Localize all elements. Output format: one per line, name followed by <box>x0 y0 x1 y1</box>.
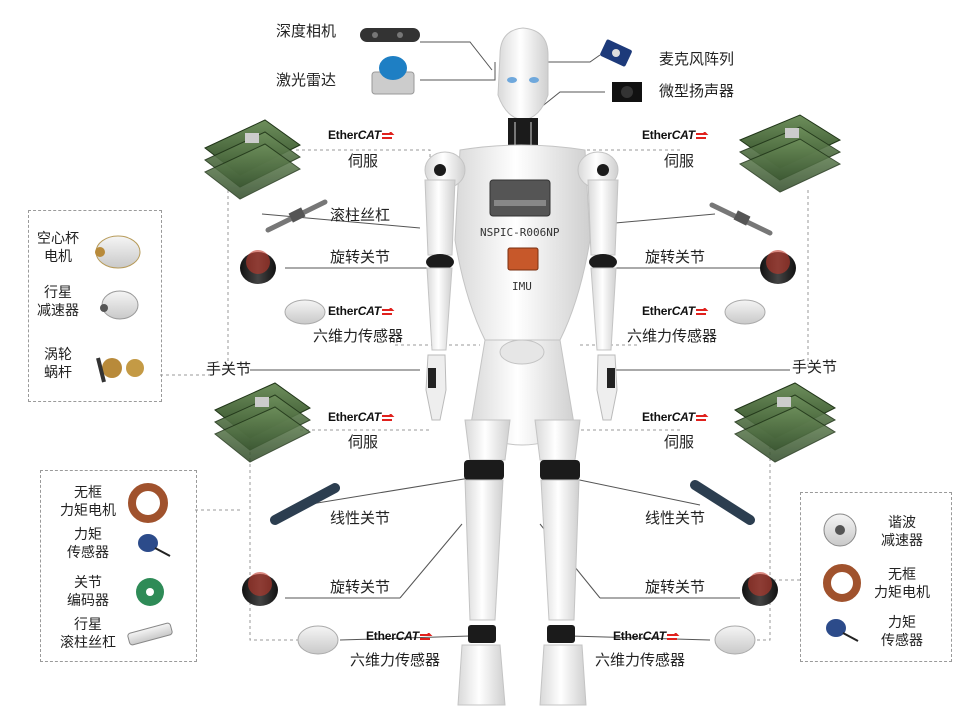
label-ft-sensor: 六维力传感器 <box>595 651 686 669</box>
label-speaker: 微型扬声器 <box>659 82 735 100</box>
label-servo: 伺服 <box>664 433 695 451</box>
planetary-gearbox-img <box>100 290 139 320</box>
label-linear-joint: 线性关节 <box>330 509 391 527</box>
rotary-motor-arm-right <box>760 250 796 284</box>
ball-screw-right <box>709 202 773 236</box>
depth-camera-img <box>360 28 420 42</box>
servo-pcb-mid-right <box>733 382 837 463</box>
joint-encoder-img <box>136 578 164 606</box>
servo-pcb-top-left <box>204 119 301 200</box>
left-box-item: 行星减速器 <box>37 285 79 319</box>
ball-screw-left <box>265 199 328 233</box>
planetary-roller-screw-img <box>127 622 173 646</box>
worm-gear-img <box>96 357 144 383</box>
ft-sensor-leg-right <box>714 625 756 655</box>
label-hand-joint: 手关节 <box>206 360 252 378</box>
label-rotary-joint: 旋转关节 <box>645 578 706 596</box>
ethercat-logo: EtherCAT <box>328 410 396 424</box>
linear-actuator-right <box>690 480 755 525</box>
label-imu: IMU <box>512 280 532 293</box>
ethercat-logo: EtherCAT <box>328 304 396 318</box>
ethercat-logo: EtherCAT <box>642 128 710 142</box>
coreless-motor-img <box>95 235 141 269</box>
label-ft-sensor: 六维力传感器 <box>313 327 404 345</box>
left-leg-box-item: 力矩传感器 <box>67 527 109 561</box>
left-hand-components-box <box>28 210 162 402</box>
rotary-motor-leg-right <box>742 572 778 606</box>
right-leg-box-item: 无框力矩电机 <box>874 567 930 601</box>
rotary-motor-arm-left <box>240 250 276 284</box>
frameless-motor-img-right <box>823 564 861 602</box>
label-rotary-joint: 旋转关节 <box>645 248 706 266</box>
mic-array-img <box>600 39 632 67</box>
label-depth-camera: 深度相机 <box>276 22 337 40</box>
label-servo: 伺服 <box>348 433 379 451</box>
label-linear-joint: 线性关节 <box>645 509 706 527</box>
right-leg-box-item: 谐波减速器 <box>881 515 923 549</box>
label-ft-sensor: 六维力传感器 <box>627 327 718 345</box>
ethercat-logo: EtherCAT <box>366 629 434 643</box>
robot <box>424 27 619 706</box>
servo-pcb-top-right <box>738 114 842 193</box>
ft-sensor-leg-left <box>297 625 339 655</box>
left-box-item: 空心杯电机 <box>37 231 79 265</box>
label-controller: NSPIC-R006NP <box>480 226 560 239</box>
frameless-motor-img-left <box>128 483 168 523</box>
torque-sensor-img-right <box>826 619 859 642</box>
ethercat-logo: EtherCAT <box>642 304 710 318</box>
label-servo: 伺服 <box>664 152 695 170</box>
ft-sensor-arm-left <box>284 299 326 325</box>
right-leg-components-box <box>800 492 952 662</box>
label-ball-screw: 滚柱丝杠 <box>330 206 391 224</box>
speaker-img <box>612 82 642 102</box>
label-ft-sensor: 六维力传感器 <box>350 651 441 669</box>
label-rotary-joint: 旋转关节 <box>330 248 391 266</box>
linear-actuator-left <box>270 483 340 525</box>
torque-sensor-img-left <box>138 534 171 557</box>
dashed-links <box>160 149 809 641</box>
rotary-motor-leg-left <box>242 572 278 606</box>
lidar-img <box>371 56 415 95</box>
harmonic-reducer-img <box>823 513 857 547</box>
ft-sensor-arm-right <box>724 299 766 325</box>
label-servo: 伺服 <box>348 152 379 170</box>
left-leg-box-item: 行星滚柱丝杠 <box>60 617 116 651</box>
right-leg-box-item: 力矩传感器 <box>881 615 923 649</box>
ethercat-logo: EtherCAT <box>642 410 710 424</box>
label-mic-array: 麦克风阵列 <box>659 50 735 68</box>
label-hand-joint: 手关节 <box>792 358 838 376</box>
ethercat-logo: EtherCAT <box>328 128 396 142</box>
left-box-item: 涡轮蜗杆 <box>44 347 72 381</box>
ethercat-logo: EtherCAT <box>613 629 681 643</box>
label-rotary-joint: 旋转关节 <box>330 578 391 596</box>
left-leg-box-item: 无框力矩电机 <box>60 485 116 519</box>
servo-pcb-mid-left <box>214 382 311 463</box>
label-lidar: 激光雷达 <box>276 71 337 89</box>
left-leg-components-box <box>40 470 197 662</box>
left-leg-box-item: 关节编码器 <box>67 575 109 609</box>
